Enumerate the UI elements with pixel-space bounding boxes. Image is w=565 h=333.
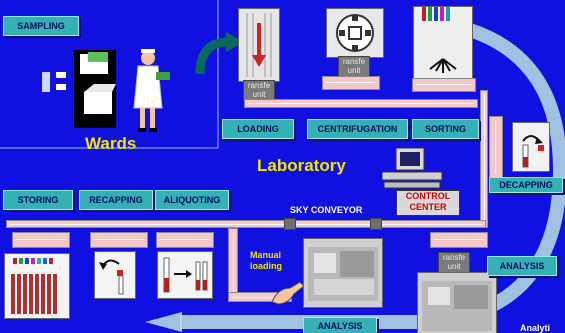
decapping-label: DECAPPING (489, 177, 563, 193)
sorting-label: SORTING (412, 119, 479, 139)
storing-unit (4, 253, 70, 319)
loading-rack-icon (246, 13, 272, 77)
analysis-label-bottom: ANALYSIS (303, 317, 377, 333)
wards-title: Wards (85, 134, 137, 153)
centrifuge-icon (336, 14, 374, 52)
right-vertical-track-2 (480, 90, 488, 228)
hand-icon (271, 281, 305, 305)
analyzer-machine-2 (417, 272, 497, 333)
aliquoting-icon (163, 257, 208, 293)
recapping-icon (99, 259, 124, 295)
storing-label: STORING (3, 190, 73, 210)
analysis-label-right: ANALYSIS (487, 256, 557, 276)
loading-label: LOADING (222, 119, 294, 139)
transfer-unit-1: ransfe unit (243, 80, 275, 101)
conveyor-node-2 (370, 218, 382, 230)
manual-loading-label: Manual loading (250, 250, 282, 271)
control-center-computer-icon (382, 147, 443, 189)
transfer-unit-2: ransfe unit (338, 56, 370, 77)
top-conveyor-track-2 (322, 76, 380, 90)
storing-track (12, 232, 70, 248)
sky-conveyor-track (6, 220, 486, 228)
analysis-track (430, 232, 488, 248)
recapping-label: RECAPPING (79, 190, 153, 210)
top-conveyor-track-3 (412, 78, 476, 92)
top-conveyor-track-1 (244, 99, 478, 108)
sampling-label: SAMPLING (3, 16, 79, 36)
decapping-unit (512, 122, 550, 172)
conveyor-node-1 (284, 218, 296, 230)
analyzer-icon-2 (422, 281, 492, 331)
aliquoting-label: ALIQUOTING (155, 190, 229, 210)
nurse-figure-icon (133, 49, 170, 132)
analyzer-icon-1 (308, 247, 378, 301)
centrifugation-label: CENTRIFUGATION (307, 119, 408, 139)
specimen-items-icon (42, 50, 116, 128)
decapping-icon (522, 135, 544, 168)
sky-conveyor-label: SKY CONVEYOR (290, 205, 363, 215)
laboratory-title: Laboratory (257, 156, 346, 175)
control-center-label: CONTROL CENTER (396, 190, 460, 216)
recapping-track (90, 232, 148, 248)
loading-rack (238, 8, 280, 82)
aliquoting-track (156, 232, 214, 248)
recapping-unit (94, 251, 136, 299)
aliquoting-unit (157, 251, 213, 299)
corner-text: Analyti (520, 323, 551, 333)
transfer-unit-3: ransfe unit (438, 252, 470, 273)
right-vertical-track (489, 116, 503, 178)
analyzer-machine-1 (303, 238, 383, 308)
manual-loading-track (228, 228, 238, 302)
sorting-icon (422, 7, 457, 73)
sorting-unit (413, 6, 473, 80)
centrifuge-unit (326, 8, 384, 58)
storage-tubes-icon (11, 258, 57, 314)
